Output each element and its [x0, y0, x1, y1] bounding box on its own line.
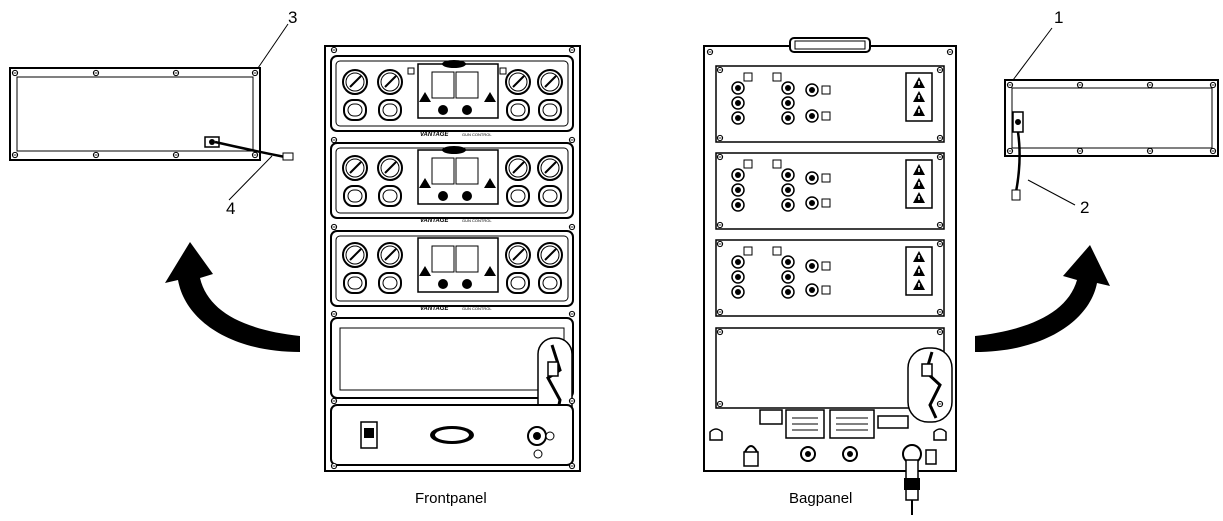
back-bottom-area: [709, 409, 947, 515]
callout-3: 3: [288, 8, 298, 27]
front-removed-cover: [9, 67, 294, 161]
callout-1: 1: [1054, 8, 1064, 27]
callout-2: 2: [1080, 198, 1090, 217]
back-module-3: [715, 239, 945, 317]
back-blank-panel: [715, 327, 953, 423]
front-panel-caption: Frontpanel: [415, 490, 487, 507]
front-module-1: VANTAGE GUN CONTROL: [330, 55, 574, 138]
front-bottom-panel: [330, 404, 574, 466]
leader-lines: [228, 23, 1076, 206]
svg-text:GUN CONTROL: GUN CONTROL: [462, 218, 492, 223]
svg-text:GUN CONTROL: GUN CONTROL: [462, 306, 492, 311]
right-rotation-arrow: [975, 245, 1110, 352]
back-removed-cover: [1004, 79, 1219, 201]
front-module-2-brand: VANTAGE: [420, 218, 449, 224]
back-module-2: [715, 152, 945, 230]
svg-text:GUN CONTROL: GUN CONTROL: [462, 132, 492, 137]
front-module-3: VANTAGE GUN CONTROL: [330, 230, 574, 312]
front-module-1-brand: VANTAGE: [420, 132, 449, 138]
front-module-2: VANTAGE GUN CONTROL: [330, 142, 574, 224]
front-module-3-brand: VANTAGE: [420, 306, 449, 312]
back-module-1: [715, 65, 945, 143]
callout-4: 4: [226, 199, 236, 218]
back-panel-caption: Bagpanel: [789, 490, 853, 507]
left-rotation-arrow: [165, 242, 300, 352]
